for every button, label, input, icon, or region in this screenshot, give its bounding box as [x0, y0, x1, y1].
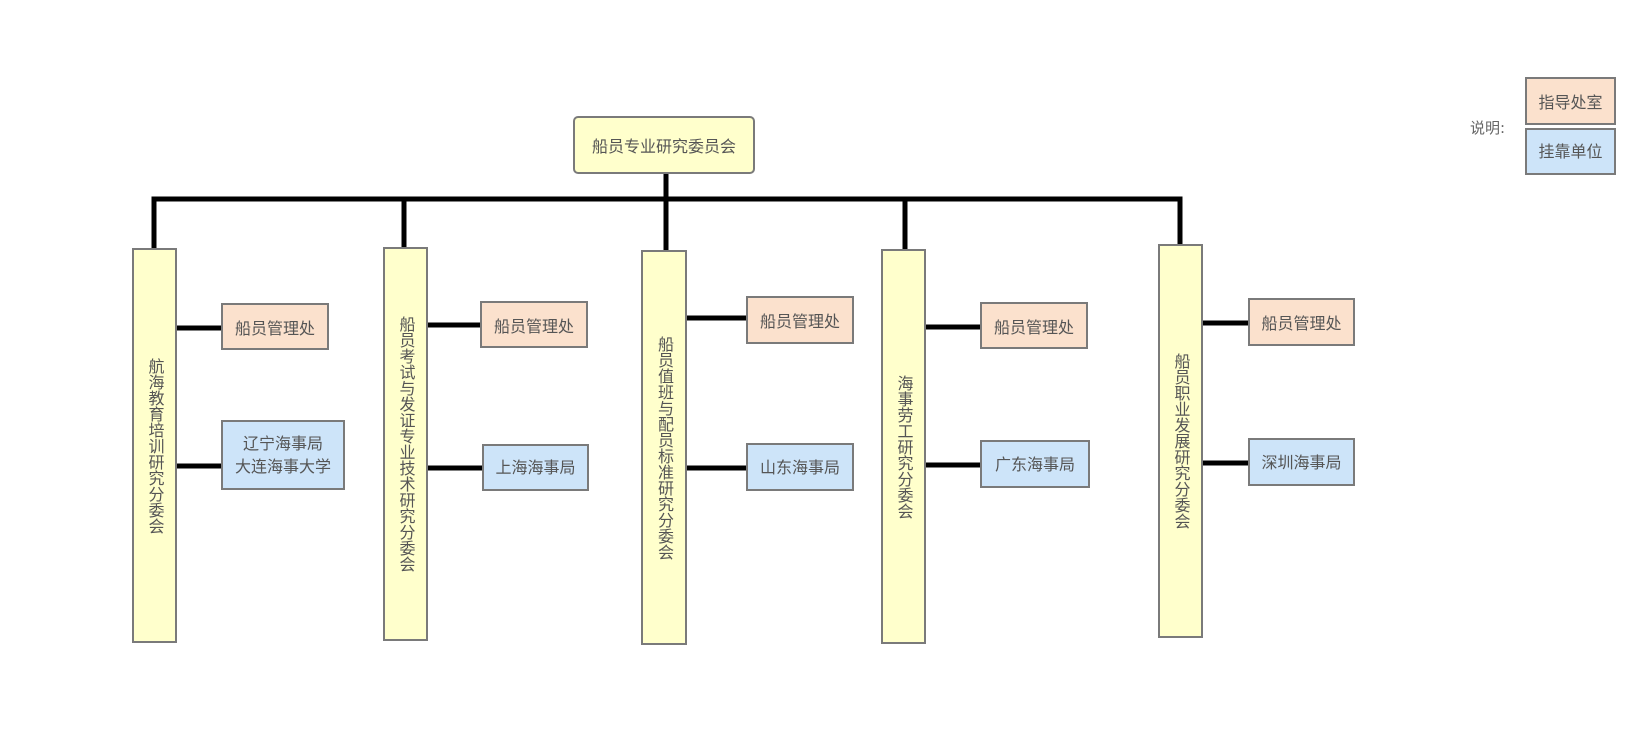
guide-label: 船员管理处	[993, 317, 1074, 337]
host-label: 深圳海事局	[1261, 452, 1342, 472]
guide-node-4: 船员管理处	[980, 302, 1088, 349]
host-label: 广东海事局	[994, 454, 1075, 474]
guide-node-5: 船员管理处	[1248, 298, 1355, 346]
committee-node-5: 船员职业发展研究分委会	[1158, 244, 1203, 638]
legend-host-swatch: 挂靠单位	[1525, 128, 1616, 175]
root-label: 船员专业研究委员会	[591, 137, 736, 156]
committee-label: 航海教育培训研究分委会	[145, 357, 165, 534]
legend-title: 说明:	[1470, 119, 1506, 137]
host-label: 山东海事局	[759, 457, 840, 477]
committee-label: 船员值班与配员标准研究分委会	[655, 335, 674, 560]
committee-label: 船员考试与发证专业技术研究分委会	[396, 316, 416, 572]
guide-node-3: 船员管理处	[746, 296, 854, 344]
committee-node-3: 船员值班与配员标准研究分委会	[641, 250, 687, 645]
legend-guide-swatch: 指导处室	[1525, 77, 1616, 125]
committee-label: 船员职业发展研究分委会	[1171, 353, 1191, 529]
guide-node-1: 船员管理处	[221, 303, 329, 350]
root-node: 船员专业研究委员会	[573, 116, 755, 174]
committee-label: 海事劳工研究分委会	[894, 374, 914, 519]
host-label: 辽宁海事局	[242, 434, 323, 453]
host-label: 大连海事大学	[234, 457, 331, 476]
guide-node-2: 船员管理处	[480, 301, 588, 348]
host-label: 上海海事局	[495, 458, 576, 477]
host-node-3: 山东海事局	[746, 443, 854, 491]
guide-label: 船员管理处	[1261, 314, 1342, 333]
committee-node-1: 航海教育培训研究分委会	[132, 248, 177, 643]
host-node-1: 辽宁海事局 大连海事大学	[221, 420, 345, 490]
committee-node-4: 海事劳工研究分委会	[881, 249, 926, 644]
guide-label: 船员管理处	[493, 316, 574, 336]
legend-host-label: 挂靠单位	[1538, 142, 1603, 161]
host-node-2: 上海海事局	[482, 444, 589, 491]
committee-node-2: 船员考试与发证专业技术研究分委会	[383, 247, 428, 641]
host-node-4: 广东海事局	[980, 440, 1090, 488]
host-node-5: 深圳海事局	[1248, 438, 1355, 486]
guide-label: 船员管理处	[234, 318, 315, 338]
guide-label: 船员管理处	[759, 312, 840, 331]
legend-guide-label: 指导处室	[1538, 93, 1603, 112]
